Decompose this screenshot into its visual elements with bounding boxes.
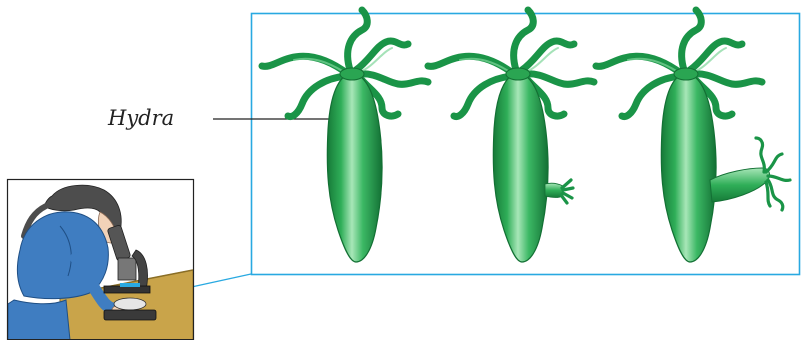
- hydra-label: Hydra: [107, 106, 174, 130]
- student-microscope-icon: [8, 180, 194, 340]
